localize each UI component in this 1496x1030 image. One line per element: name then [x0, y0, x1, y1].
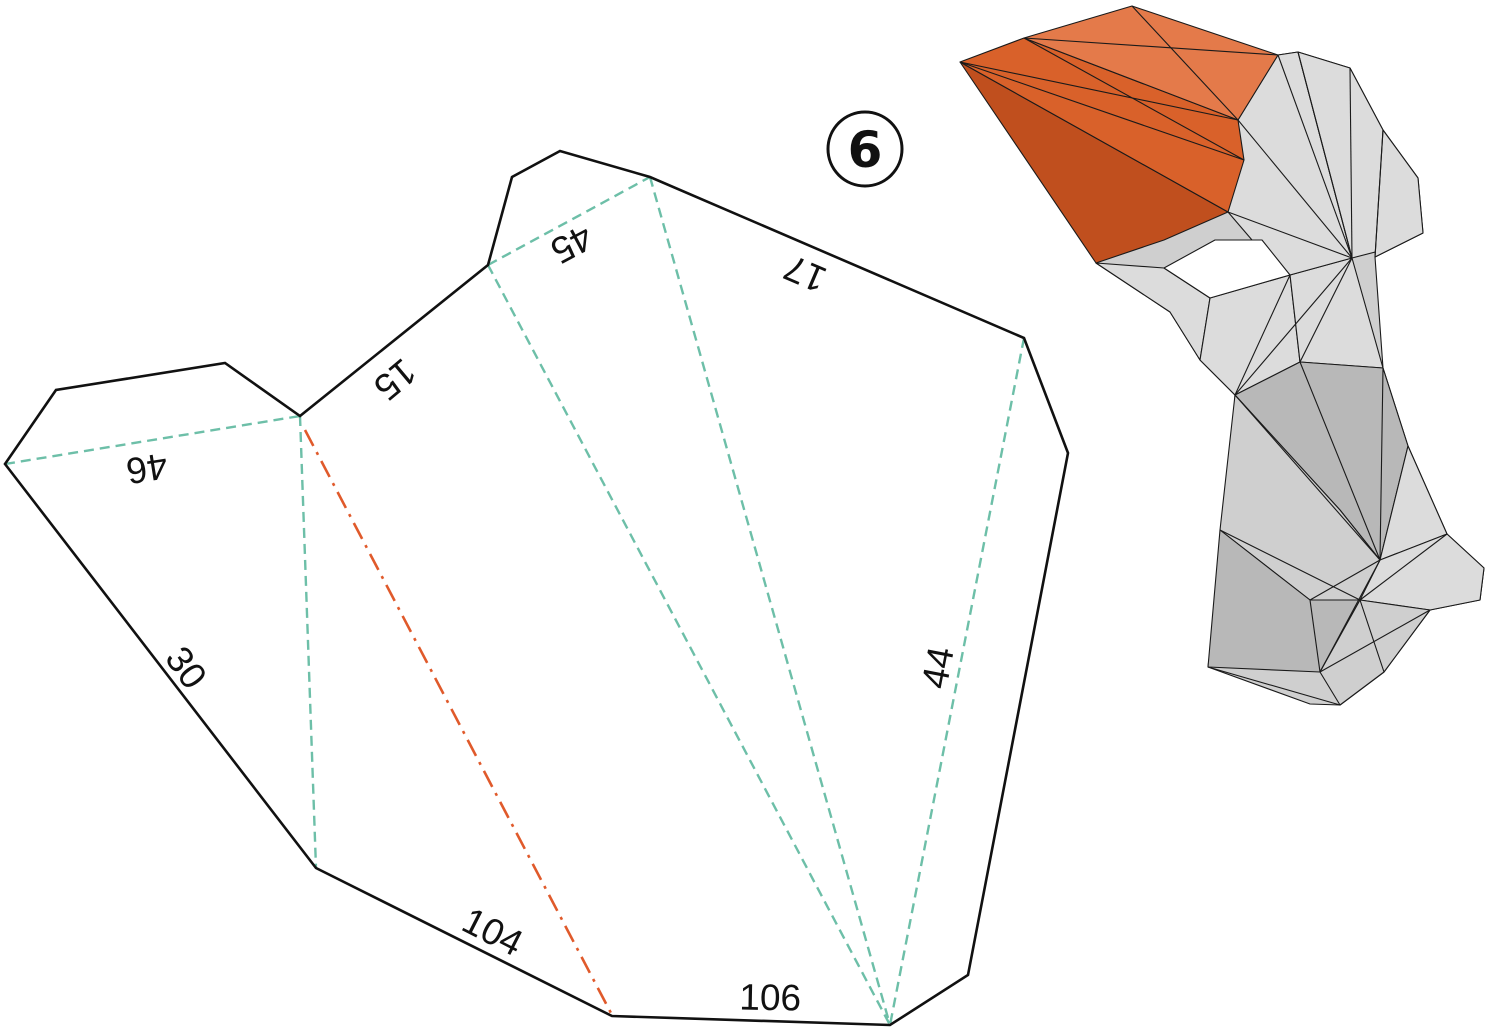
fold-line-left-vertical: [298, 415, 318, 869]
fold-line-diagonal-1: [486, 264, 892, 1026]
fold-line-44: [888, 337, 1026, 1026]
edge-label-15: 15: [366, 351, 424, 409]
edge-label-104: 104: [456, 900, 530, 965]
facet: [1219, 394, 1381, 601]
edge-label-17: 17: [778, 247, 832, 301]
facet: [1227, 51, 1353, 276]
pattern-outline: [3, 149, 1070, 1027]
highlight-facet-lines: [959, 5, 1279, 161]
edge-label-46: 46: [123, 445, 170, 492]
step-badge: 6: [826, 110, 904, 188]
edge-label-106: 106: [739, 976, 801, 1018]
valley-fold-lines: [4, 175, 1026, 1026]
fold-line-diagonal-2: [648, 176, 892, 1026]
mountain-fold-line: [303, 429, 614, 1016]
step-badge-circle: [826, 110, 904, 188]
highlight-facet-mid: [959, 37, 1245, 213]
fold-line-45: [487, 175, 651, 267]
edge-label-30: 30: [157, 639, 214, 696]
highlighted-piece: [959, 5, 1279, 264]
pattern-piece: 15 45 17 46 30 44 104 106: [3, 149, 1070, 1027]
edge-label-44: 44: [914, 644, 962, 692]
facet-lines: [1207, 51, 1448, 706]
eye-hole: [1163, 239, 1291, 299]
edge-label-45: 45: [544, 216, 600, 272]
fold-line-46: [4, 414, 301, 466]
mask-3d-preview: [959, 5, 1485, 706]
step-number: 6: [848, 121, 883, 179]
